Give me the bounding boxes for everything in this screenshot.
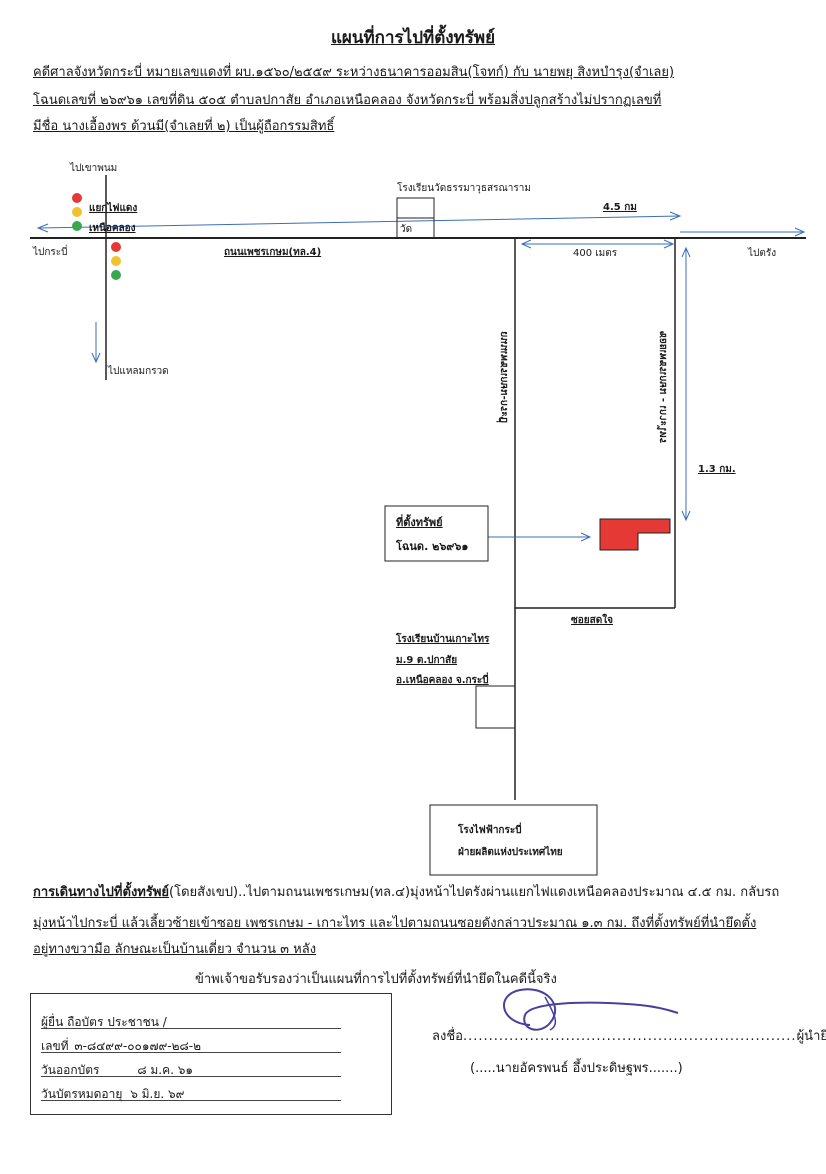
- distance-short-label: 400 เมตร: [573, 248, 618, 259]
- id-number-value: ๓-๘๔๙๙-๐๐๑๗๙-๒๘-๒: [74, 1039, 202, 1053]
- owner-line: มีชื่อ นางเอื้องพร ด้วนมี(จำเลยที่ ๒) เป…: [33, 119, 335, 134]
- id-card-box: ผู้ยื่น ถือบัตร ประชาชน / เลขที่ ๓-๘๔๙๙-…: [30, 993, 392, 1115]
- road-right-vertical-label: ซอยเพชรเกษม - เกาะไทร: [658, 330, 669, 444]
- id-number-label: เลขที่: [41, 1039, 69, 1053]
- signer-name: (.....นายอัครพนธ์ อึ้งประดิษฐพร.......): [470, 1061, 683, 1076]
- temple-label: วัด: [400, 224, 413, 235]
- directions-text-1: ..ไปตามถนนเพชรเกษม(ทล.๔)มุ่งหน้าไปตรังผ่…: [238, 885, 780, 900]
- distance-soi-label: 1.3 กม.: [698, 464, 736, 475]
- signature-line: ลงชื่อ..................................…: [432, 1030, 826, 1043]
- directions-heading-suffix: (โดยสังเขป): [169, 885, 239, 900]
- to-krabi-label: ไปกระบี่: [33, 247, 68, 258]
- directions-line2: มุ่งหน้าไปกระบี่ แล้วเลี้ยวซ้ายเข้าซอย เ…: [33, 916, 757, 931]
- main-road-label: ถนนเพชรเกษม(ทล.4): [224, 247, 322, 258]
- issue-date-label: วันออกบัตร: [41, 1063, 100, 1077]
- traffic-light-yellow-icon-2: [111, 256, 121, 266]
- distance-main-label: 4.5 กม: [603, 202, 637, 213]
- nuea-khlong-label: เหนือคลอง: [89, 223, 136, 234]
- to-laem-kruat-label: ไปแหลมกรวด: [108, 366, 169, 377]
- egat-building: [429, 804, 598, 876]
- id-card-row-4: วันบัตรหมดอายุ ๖ มิ.ย. ๖๙: [41, 1085, 184, 1104]
- egat-label-1: โรงไฟฟ้ากระบี่: [458, 825, 522, 836]
- traffic-light-green-icon-2: [111, 270, 121, 280]
- junction-label: แยกไฟแดง: [89, 203, 138, 214]
- signature-mark: [503, 988, 679, 1031]
- certification-text: ข้าพเจ้าขอรับรองว่าเป็นแผนที่การไปที่ตั้…: [195, 972, 557, 987]
- to-trang-label: ไปตรัง: [748, 248, 777, 259]
- traffic-light-green-icon: [72, 221, 82, 231]
- bottom-school-line1: โรงเรียนบ้านเกาะไทร: [396, 634, 490, 645]
- bottom-school-line2: ม.9 ต.ปกาสัย: [396, 655, 458, 666]
- to-khao-phanom-label: ไปเขาพนม: [70, 163, 118, 174]
- directions-line1: การเดินทางไปที่ตั้งทรัพย์(โดยสังเขป)..ไป…: [33, 886, 779, 899]
- traffic-light-yellow-icon: [72, 207, 82, 217]
- sign-label: ลงชื่อ: [432, 1029, 463, 1044]
- bottom-school-building: [475, 685, 516, 729]
- sign-role: ผู้นำยึด: [796, 1029, 826, 1044]
- id-card-row-1: ผู้ยื่น ถือบัตร ประชาชน /: [41, 1015, 167, 1029]
- directions-line3: อยู่ทางขวามือ ลักษณะเป็นบ้านเดี่ยว จำนวน…: [33, 942, 317, 957]
- expiry-date-value: ๖ มิ.ย. ๖๙: [130, 1087, 185, 1101]
- property-plot: [599, 518, 671, 551]
- road-left-vertical-label: ถนนเพชรเกษม-กระบี่: [499, 331, 510, 423]
- id-card-row-3: วันออกบัตร ๘ ม.ค. ๖๑: [41, 1061, 193, 1080]
- page-title: แผนที่การไปที่ตั้งทรัพย์: [330, 28, 496, 48]
- deed-line: โฉนดเลขที่ ๒๖๙๖๑ เลขที่ดิน ๕๐๕ ตำบลปกาสั…: [33, 93, 662, 108]
- traffic-light-red-icon: [72, 193, 82, 203]
- property-label: ที่ตั้งทรัพย์: [396, 516, 443, 529]
- bottom-school-line3: อ.เหนือคลอง จ.กระบี่: [396, 675, 489, 686]
- traffic-light-red-icon-2: [111, 242, 121, 252]
- issue-date-value: ๘ ม.ค. ๖๑: [137, 1063, 193, 1077]
- soi-sodjai-label: ซอยสดใจ: [571, 615, 613, 626]
- temple-building: [396, 217, 435, 239]
- deed-number-label: โฉนด. ๒๖๙๖๑: [396, 540, 469, 553]
- distance-arrow-main: [39, 215, 681, 229]
- directions-heading: การเดินทางไปที่ตั้งทรัพย์: [33, 885, 170, 900]
- school-building: [396, 197, 435, 219]
- egat-label-2: ฝ่ายผลิตแห่งประเทศไทย: [458, 847, 563, 858]
- school-top-label: โรงเรียนวัดธรรมาวุธสรณาราม: [397, 183, 531, 194]
- property-label-box: [384, 505, 489, 562]
- expiry-date-label: วันบัตรหมดอายุ: [41, 1087, 123, 1101]
- id-card-row-2: เลขที่ ๓-๘๔๙๙-๐๐๑๗๙-๒๘-๒: [41, 1037, 201, 1056]
- case-line: คดีศาลจังหวัดกระบี่ หมายเลขแดงที่ ผบ.๑๕๖…: [33, 65, 675, 80]
